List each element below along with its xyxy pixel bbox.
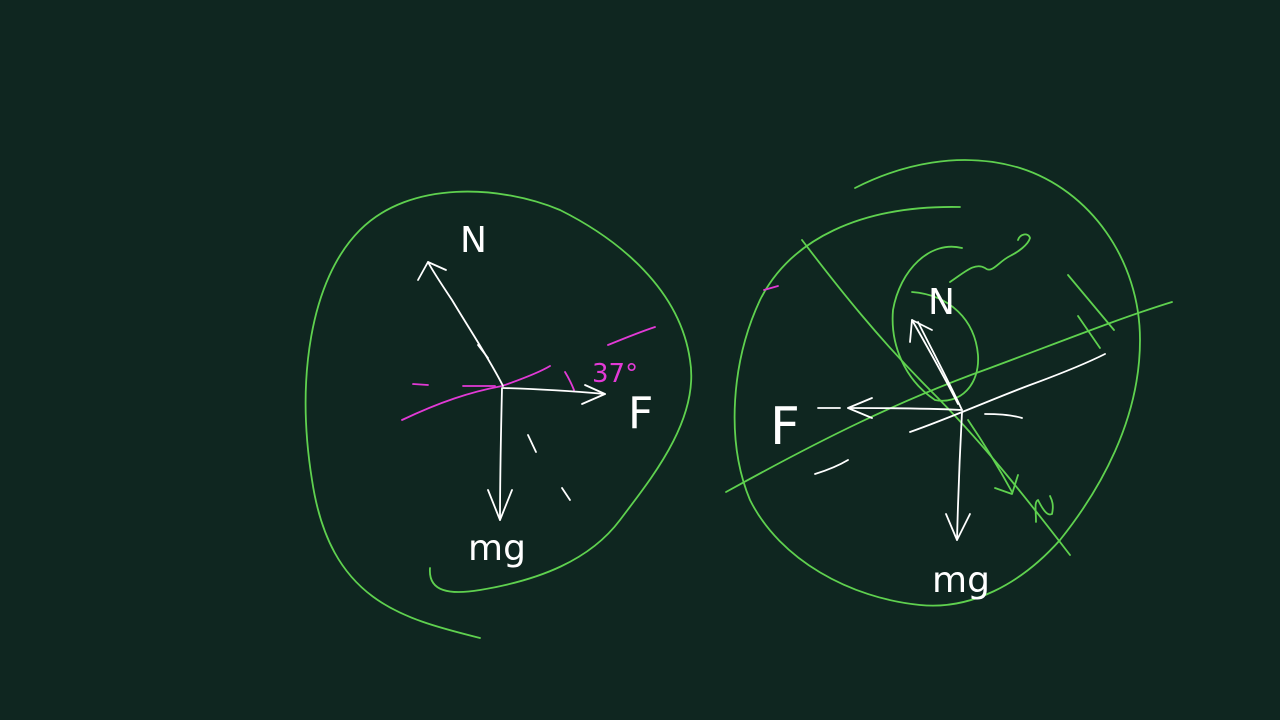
left-dash-2 bbox=[561, 487, 571, 501]
right-stray-pink-mark bbox=[763, 285, 779, 291]
right-dash-mark bbox=[984, 413, 1023, 419]
left-normal-force-arrowhead bbox=[417, 261, 447, 281]
left-angle-tick bbox=[564, 371, 575, 391]
right-squiggle bbox=[949, 233, 1031, 283]
right-normal-component-arrow bbox=[967, 419, 1013, 493]
right-incline-line bbox=[725, 301, 1173, 493]
right-free-body-diagram: N F mg bbox=[725, 159, 1173, 607]
left-normal-tick bbox=[477, 344, 489, 359]
left-free-body-diagram: N F mg 37° bbox=[304, 190, 693, 639]
left-angle-arc bbox=[607, 326, 656, 346]
left-force-label: F bbox=[628, 388, 653, 439]
right-applied-force-arrow bbox=[847, 407, 963, 411]
right-hatch-2 bbox=[1077, 315, 1101, 349]
right-diagonal-line bbox=[801, 239, 1071, 556]
left-enclosing-circle bbox=[304, 190, 693, 639]
right-normal-force-arrow-2 bbox=[911, 319, 959, 405]
right-normal-component-arrowhead bbox=[994, 474, 1019, 495]
left-dash-mark bbox=[412, 383, 429, 386]
right-reference-line bbox=[909, 353, 1106, 433]
right-hatch-1 bbox=[1067, 274, 1115, 331]
left-applied-force-arrowhead bbox=[581, 384, 606, 405]
right-normal-label: N bbox=[928, 282, 955, 323]
left-weight-arrow bbox=[499, 387, 503, 521]
left-weight-arrowhead bbox=[487, 489, 513, 521]
left-angle-label: 37° bbox=[592, 359, 638, 389]
left-applied-force-arrow bbox=[502, 387, 606, 395]
right-normal-force-arrow bbox=[917, 321, 963, 411]
right-enclosing-circle bbox=[733, 159, 1141, 607]
left-normal-label: N bbox=[460, 220, 487, 261]
right-normal-force-arrowhead bbox=[909, 319, 933, 343]
left-weight-label: mg bbox=[468, 528, 526, 569]
left-dash-1 bbox=[527, 434, 537, 453]
right-applied-force-arrowhead bbox=[847, 397, 873, 419]
right-normal-highlight-loop bbox=[891, 245, 979, 402]
right-weight-arrow bbox=[956, 411, 963, 541]
left-normal-force-arrow bbox=[427, 261, 504, 387]
right-component-n-label-stroke bbox=[1034, 495, 1054, 523]
right-force-label: F bbox=[770, 397, 800, 457]
left-angle-reference-line bbox=[401, 365, 551, 421]
right-dash-mark-2 bbox=[814, 459, 849, 475]
right-weight-label: mg bbox=[932, 560, 990, 601]
right-weight-arrowhead bbox=[945, 513, 971, 541]
